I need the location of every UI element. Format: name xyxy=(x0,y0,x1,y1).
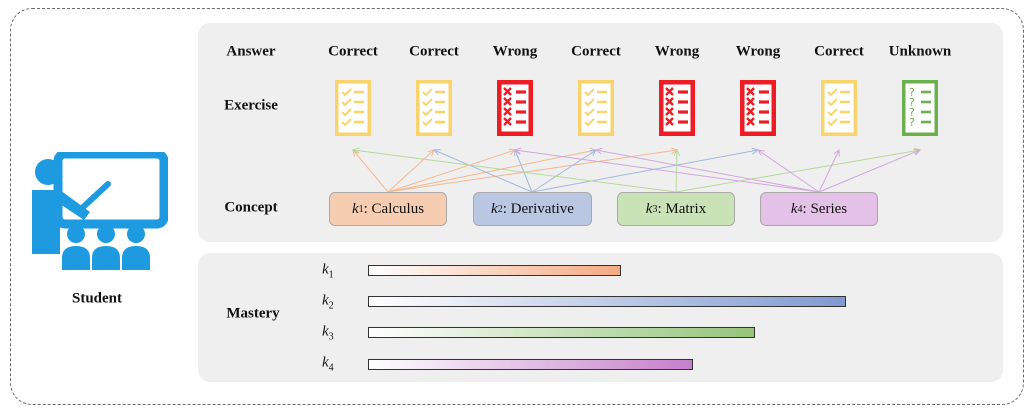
concept-name: : Derivative xyxy=(502,200,574,217)
mastery-symbol: k xyxy=(322,261,329,278)
concept-index: 2 xyxy=(497,203,503,215)
mastery-bar-k4 xyxy=(368,359,694,370)
answer-label: Unknown xyxy=(888,43,952,60)
concept-symbol: k xyxy=(790,200,798,217)
concept-exercise-link xyxy=(387,150,677,193)
concept-exercise-link xyxy=(818,150,920,193)
mastery-bar-k1 xyxy=(368,265,622,276)
concept-symbol: k xyxy=(491,200,498,217)
concept-exercise-link xyxy=(387,150,434,193)
svg-text:?: ? xyxy=(909,106,915,119)
concept-exercise-link xyxy=(353,150,677,193)
concept-symbol: k xyxy=(645,200,653,217)
svg-text:?: ? xyxy=(909,96,915,109)
mastery-symbol: k xyxy=(322,354,329,371)
answer-row-label: Answer xyxy=(226,43,276,60)
concept-exercise-link xyxy=(434,150,533,193)
answer-label: Correct xyxy=(328,43,378,60)
concept-name: : Series xyxy=(802,200,848,217)
svg-text:?: ? xyxy=(909,86,915,99)
exercise-correct-icon xyxy=(416,80,452,136)
concept-symbol: k xyxy=(351,200,359,217)
concept-index: 1 xyxy=(358,203,364,215)
mastery-k3-label: k3 xyxy=(322,324,334,343)
exercise-wrong-icon xyxy=(497,80,533,136)
mastery-k2-label: k2 xyxy=(322,293,334,312)
answer-label: Wrong xyxy=(492,43,538,60)
exercise-wrong-icon xyxy=(740,80,776,136)
teacher-icon xyxy=(32,152,168,270)
concept-exercise-link xyxy=(758,150,820,193)
concept-exercise-link xyxy=(531,150,596,193)
concept-row-label: Concept xyxy=(224,199,278,216)
concept-name: : Calculus xyxy=(363,200,425,217)
concept-exercise-link xyxy=(531,150,758,193)
mastery-symbol: k xyxy=(322,323,329,340)
concept-name: : Matrix xyxy=(657,200,707,217)
concept-exercise-link xyxy=(353,150,389,193)
concept-exercise-link xyxy=(596,150,820,193)
mastery-bar-k3 xyxy=(368,327,756,338)
answer-label: Wrong xyxy=(735,43,781,60)
answer-label: Correct xyxy=(409,43,459,60)
answer-label: Wrong xyxy=(654,43,700,60)
exercise-wrong-icon xyxy=(659,80,695,136)
student-label: Student xyxy=(71,290,123,307)
exercise-row-label: Exercise xyxy=(224,97,278,114)
exercise-correct-icon xyxy=(578,80,614,136)
exercise-correct-icon xyxy=(335,80,371,136)
concept-exercise-link xyxy=(675,150,920,193)
concept-index: 4 xyxy=(797,203,803,215)
concept-exercise-link xyxy=(515,150,820,193)
svg-text:?: ? xyxy=(909,116,915,129)
exercise-unknown-icon: ???? xyxy=(902,80,938,136)
mastery-index: 1 xyxy=(328,269,334,281)
concept-exercise-link xyxy=(515,150,533,193)
concept-exercise-link xyxy=(818,150,839,193)
concept-exercise-link xyxy=(676,150,677,193)
exercise-correct-icon xyxy=(821,80,857,136)
answer-label: Correct xyxy=(571,43,621,60)
mastery-bar-k2 xyxy=(368,296,846,307)
mastery-row-label: Mastery xyxy=(226,305,280,322)
mastery-symbol: k xyxy=(322,292,329,309)
framework-border xyxy=(10,8,1024,405)
mastery-index: 2 xyxy=(328,300,334,312)
concept-exercise-link xyxy=(387,150,596,193)
mastery-k1-label: k1 xyxy=(322,262,334,281)
concept-index: 3 xyxy=(652,203,658,215)
mastery-index: 3 xyxy=(328,331,334,343)
mastery-index: 4 xyxy=(328,362,334,374)
answer-label: Correct xyxy=(814,43,864,60)
concept-exercise-link xyxy=(387,150,515,193)
mastery-k4-label: k4 xyxy=(322,355,334,374)
